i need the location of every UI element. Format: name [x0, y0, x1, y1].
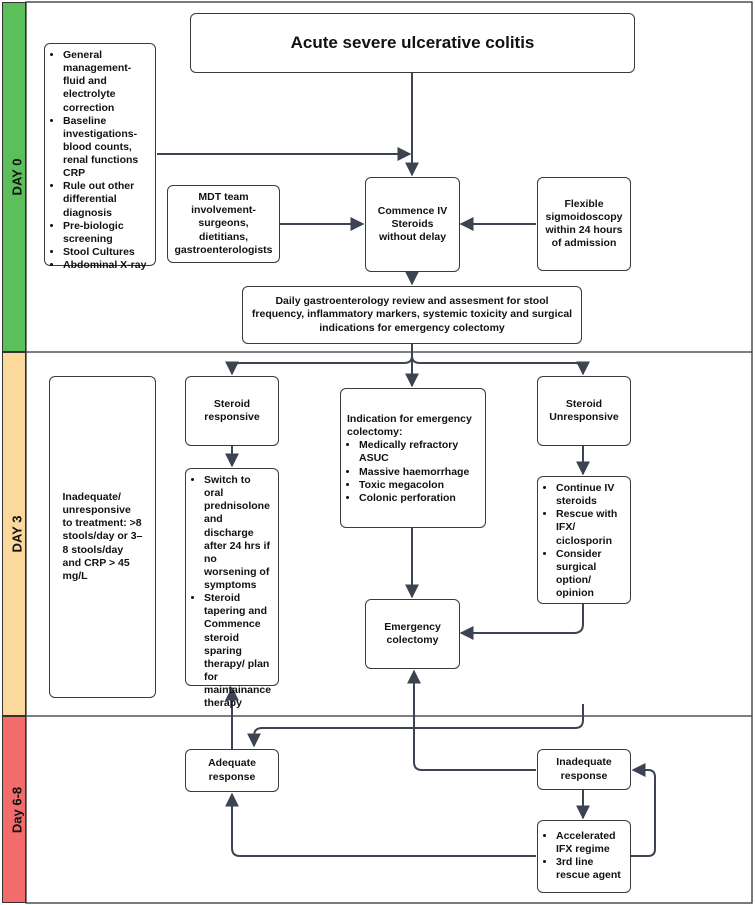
responsive-action-item: Steroid tapering and Commence steroid sp… — [204, 592, 272, 710]
general-management-item: Abdominal X-ray — [63, 259, 149, 272]
emergency-colectomy-text: Emergency colectomy — [384, 620, 441, 646]
lane-day68-bar: Day 6-8 — [2, 716, 26, 903]
lane-frame — [25, 1, 753, 904]
daily-review-text: Daily gastroenterology review and assesm… — [251, 295, 573, 334]
iv-steroids-text: Commence IV Steroids without delay — [377, 204, 448, 244]
inadequate-definition-line: and CRP > 45 — [62, 556, 130, 569]
emergency-indication-item: Medically refractory ASUC — [359, 439, 479, 465]
adequate-response-box: Adequate response — [185, 749, 279, 792]
unresponsive-actions-box: Continue IV steroids Rescue with IFX/ ci… — [537, 476, 631, 604]
arrow-inadequate-to-colectomy — [407, 669, 536, 771]
emergency-indication-list: Medically refractory ASUC Massive haemor… — [347, 439, 479, 505]
daily-review-box: Daily gastroenterology review and assesm… — [242, 286, 582, 344]
general-management-item: Pre-biologic screening — [63, 220, 149, 246]
sigmoidoscopy-box: Flexible sigmoidoscopy within 24 hours o… — [537, 177, 631, 271]
steroid-unresponsive-box: Steroid Unresponsive — [537, 376, 631, 446]
steroid-unresponsive-text: Steroid Unresponsive — [549, 397, 619, 423]
responsive-actions-box: Switch to oral prednisolone and discharg… — [185, 468, 279, 709]
responsive-action-item: Switch to oral prednisolone and discharg… — [204, 474, 272, 592]
lane-day3-bar: DAY 3 — [2, 352, 26, 716]
general-management-box: General management-fluid and electrolyte… — [44, 43, 156, 271]
emergency-indication-item: Colonic perforation — [359, 492, 479, 505]
inadequate-definition-line: to treatment: >8 — [62, 517, 142, 530]
arrow-rescue-to-adequate — [225, 792, 536, 857]
unresponsive-action-item: Rescue with IFX/ ciclosporin — [556, 508, 624, 547]
unresponsive-actions-list: Continue IV steroids Rescue with IFX/ ci… — [544, 482, 624, 600]
steroid-responsive-box: Steroid responsive — [185, 376, 279, 446]
arrow-rescue-loop-to-inadequate — [631, 763, 656, 857]
unresponsive-action-item: Continue IV steroids — [556, 482, 624, 508]
title-text: Acute severe ulcerative colitis — [290, 33, 535, 53]
lane-day0-bar: DAY 0 — [2, 2, 26, 352]
inadequate-response-box: Inadequate response — [537, 749, 631, 790]
inadequate-definition-line: stools/day or 3– — [62, 530, 143, 543]
unresponsive-action-item: Consider surgical option/ opinion — [556, 548, 624, 601]
adequate-response-text: Adequate response — [208, 757, 256, 783]
responsive-actions-list: Switch to oral prednisolone and discharg… — [192, 474, 272, 710]
inadequate-definition-line: unresponsive — [62, 504, 131, 517]
general-management-item: Stool Cultures — [63, 246, 149, 259]
arrow-review-to-steroid-responsive — [225, 355, 413, 376]
inadequate-response-text: Inadequate response — [556, 756, 612, 782]
general-management-list: General management-fluid and electrolyte… — [51, 49, 149, 272]
general-management-item: Rule out other differential diagnosis — [63, 180, 149, 219]
rescue-action-item: 3rd line rescue agent — [556, 856, 624, 882]
emergency-indication-item: Toxic megacolon — [359, 479, 479, 492]
emergency-indication-title: Indication for emergency colectomy: — [347, 413, 472, 439]
emergency-indication-box: Indication for emergency colectomy: Medi… — [340, 388, 486, 528]
arrow-review-to-steroid-unresponsive — [411, 355, 590, 376]
mdt-text: MDT team involvement-surgeons, dietitian… — [174, 191, 273, 256]
iv-steroids-box: Commence IV Steroids without delay — [365, 177, 460, 272]
lane-frame-border — [25, 1, 753, 904]
title-box: Acute severe ulcerative colitis — [190, 13, 635, 73]
rescue-actions-list: Accelerated IFX regime 3rd line rescue a… — [544, 830, 624, 883]
inadequate-definition-line: mg/L — [62, 569, 88, 582]
arrow-to-adequate-response — [247, 704, 584, 748]
general-management-item: General management-fluid and electrolyte… — [63, 49, 149, 115]
general-management-item: Baseline investigations-blood counts, re… — [63, 115, 149, 181]
rescue-action-item: Accelerated IFX regime — [556, 830, 624, 856]
emergency-colectomy-box: Emergency colectomy — [365, 599, 460, 669]
inadequate-definition-line: 8 stools/day — [62, 543, 124, 556]
rescue-actions-box: Accelerated IFX regime 3rd line rescue a… — [537, 820, 631, 893]
steroid-responsive-text: Steroid responsive — [204, 397, 260, 423]
inadequate-definition-line: Inadequate/ — [62, 491, 121, 504]
emergency-indication-item: Massive haemorrhage — [359, 466, 479, 479]
sigmoidoscopy-text: Flexible sigmoidoscopy within 24 hours o… — [545, 197, 623, 250]
arrow-unresponsive-to-colectomy — [459, 604, 584, 640]
mdt-box: MDT team involvement-surgeons, dietitian… — [167, 185, 280, 263]
